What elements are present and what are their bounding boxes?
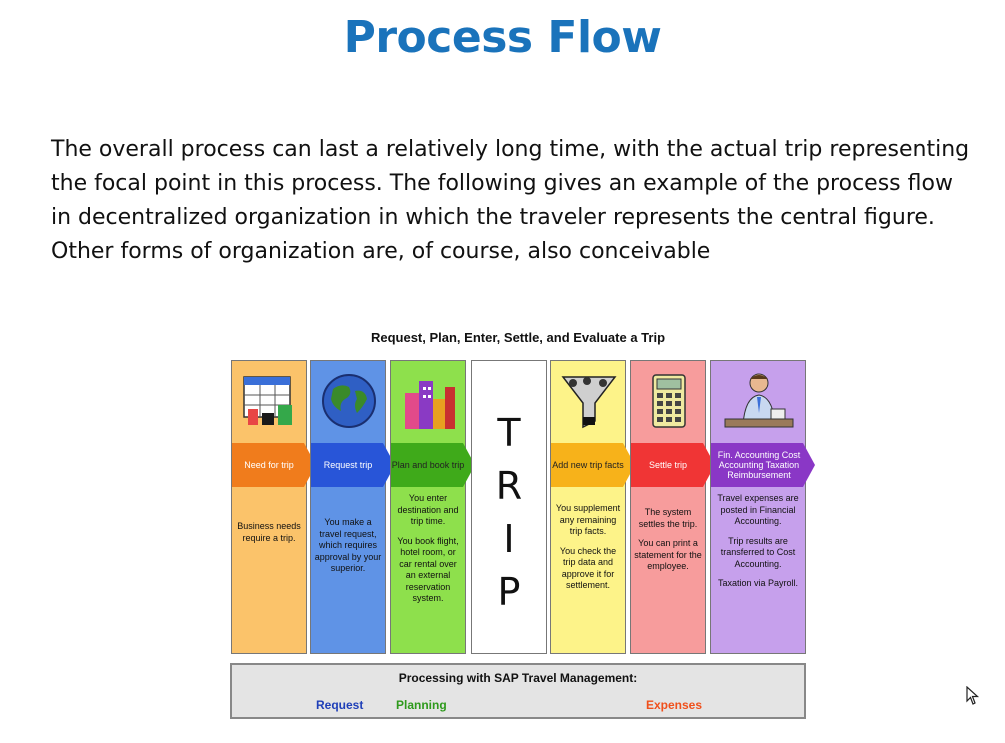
planning-label: Planning [396,698,447,712]
diagram-title: Request, Plan, Enter, Settle, and Evalua… [370,330,666,345]
trip-column: T R I P [471,360,547,654]
plan-and-book-trip-arrow: Plan and book trip [391,443,475,487]
person-icon [719,369,797,433]
request-label: Request [316,698,364,712]
step-settle-trip: Settle trip The system settles the trip.… [630,360,706,654]
expenses-label: Expenses [646,698,703,712]
add-new-trip-facts-description: You supplement any remaining trip facts.… [555,503,621,590]
processing-title: Processing with SAP Travel Management: [398,671,638,685]
globe-icon [319,369,377,433]
step-request-trip: Request trip You make a travel request, … [310,360,386,654]
intro-paragraph: The overall process can last a relativel… [51,137,970,264]
request-trip-description: You make a travel request, which require… [314,517,382,573]
trip-letter-i: I [503,517,515,561]
accounting-description: Travel expenses are posted in Financial … [717,493,799,588]
trip-letter-r: R [495,464,523,508]
settle-trip-description: The system settles the trip. You can pri… [634,507,702,571]
accounting-arrow: Fin. Accounting Cost Accounting Taxation… [711,443,815,487]
slide-title: Process Flow [343,12,662,63]
trip-letter-p: P [497,570,521,614]
settle-trip-arrow: Settle trip [631,443,715,487]
step-plan-and-book-trip: Plan and book trip You enter destination… [390,360,466,654]
need-for-trip-arrow: Need for trip [232,443,316,487]
calculator-icon [639,369,697,433]
trip-letter-t: T [497,411,521,455]
calendar-icon [240,369,298,433]
mouse-cursor-icon [966,685,980,711]
step-accounting: Fin. Accounting Cost Accounting Taxation… [710,360,806,654]
processing-box: Processing with SAP Travel Management: R… [230,663,806,719]
add-new-trip-facts-arrow: Add new trip facts [551,443,635,487]
plan-and-book-trip-description: You enter destination and trip time. You… [397,493,459,603]
funnel-icon [559,369,617,433]
step-need-for-trip: Need for trip Business needs require a t… [231,360,307,654]
city-icon [399,369,457,433]
need-for-trip-description: Business needs require a trip. [237,521,301,543]
request-trip-arrow: Request trip [311,443,395,487]
step-add-new-trip-facts: Add new trip facts You supplement any re… [550,360,626,654]
